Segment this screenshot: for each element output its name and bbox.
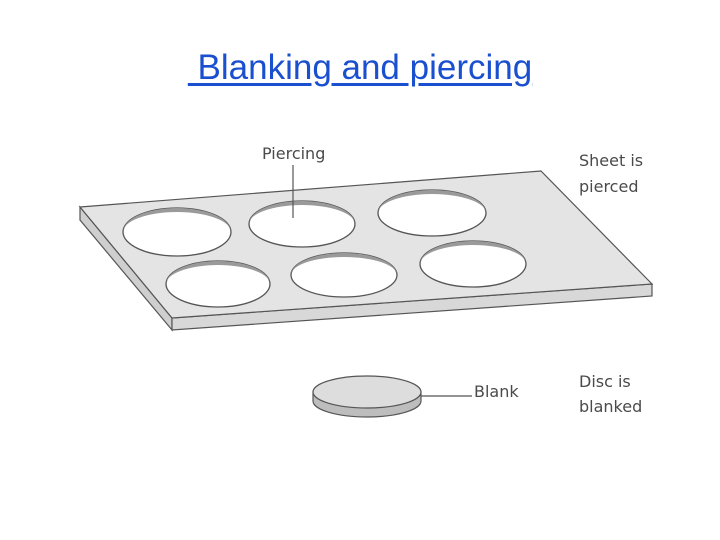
piercing-label: Piercing bbox=[262, 144, 325, 163]
blank-disc bbox=[312, 375, 422, 418]
sheet-note-line2: pierced bbox=[579, 177, 638, 196]
sheet-note-line1: Sheet is bbox=[579, 151, 643, 170]
disc-top bbox=[312, 375, 422, 409]
disc-note-line1: Disc is bbox=[579, 372, 631, 391]
disc-note-line2: blanked bbox=[579, 397, 642, 416]
page-title: Blanking and piercing bbox=[187, 48, 533, 87]
pierced-holes bbox=[122, 189, 527, 308]
blank-label: Blank bbox=[474, 382, 519, 401]
